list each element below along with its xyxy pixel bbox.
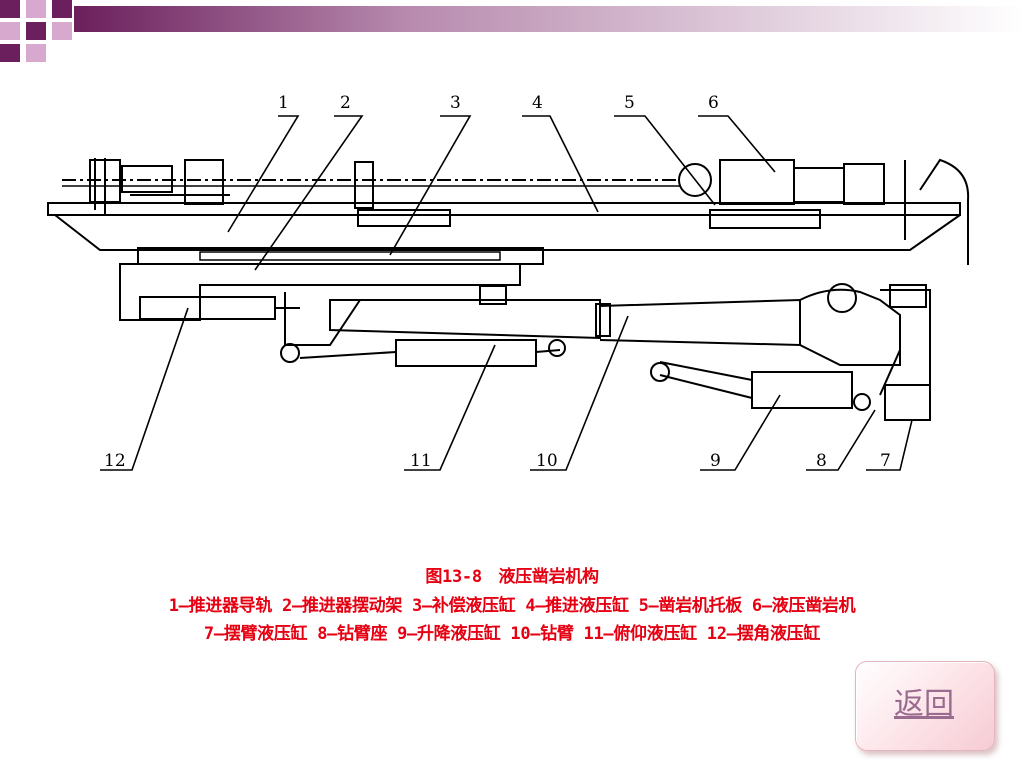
- figure-title: 图13-8 液压凿岩机构: [425, 567, 599, 587]
- legend-line-2: 7—摆臂液压缸 8—钻臂座 9—升降液压缸 10—钻臂 11—俯仰液压缸 12—…: [203, 624, 821, 644]
- legend-line-1: 1—推进器导轨 2—推进器摆动架 3—补偿液压缸 4—推进液压缸 5—凿岩机托板…: [168, 596, 856, 616]
- part-number-label: 5: [624, 93, 635, 113]
- header-gradient-bar: [74, 6, 1024, 32]
- part-number-label: 9: [710, 451, 721, 471]
- back-button-face: [855, 661, 995, 751]
- part-number-label: 4: [532, 93, 543, 113]
- part-number-label: 2: [340, 93, 351, 113]
- part-number-label: 1: [278, 93, 289, 113]
- part-number-label: 6: [708, 93, 719, 113]
- part-number-label: 7: [880, 451, 891, 471]
- back-button[interactable]: 返回: [851, 657, 1001, 757]
- header-decoration: [0, 0, 1024, 62]
- part-number-label: 10: [536, 451, 558, 471]
- part-number-label: 12: [104, 451, 126, 471]
- rock-drill-diagram: 1 2 3 4 5 6 7 8 9 10 11 12: [47, 93, 970, 471]
- back-button-label: 返回: [894, 687, 954, 722]
- part-number-label: 11: [410, 451, 432, 471]
- part-number-label: 8: [816, 451, 827, 471]
- part-number-label: 3: [450, 93, 461, 113]
